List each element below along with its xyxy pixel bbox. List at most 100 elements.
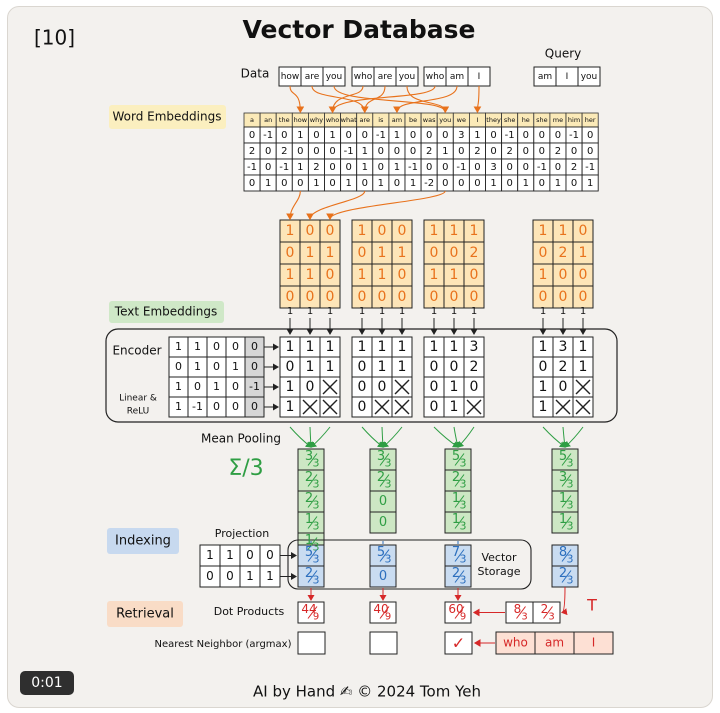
text-embedding-value: 0 xyxy=(559,289,568,305)
text-embedding-value: 0 xyxy=(430,289,439,305)
linear-relu-label-1: Linear & xyxy=(119,394,157,404)
text-embedding-value: 1 xyxy=(326,245,335,261)
embedding-value: 2 xyxy=(506,146,512,157)
embedding-value: 0 xyxy=(571,178,577,189)
encoded-value: 1 xyxy=(539,339,548,355)
query-label: Query xyxy=(545,47,581,61)
vocab-word: her xyxy=(585,116,596,124)
encoded-value: 1 xyxy=(358,339,367,355)
embedding-value: 1 xyxy=(587,178,593,189)
vocab-word: who xyxy=(326,116,339,124)
pool-arrow xyxy=(307,426,315,448)
embedding-value: -1 xyxy=(537,162,547,173)
embedding-value: 1 xyxy=(490,178,496,189)
query-transposed-value-num: 8 xyxy=(514,602,522,616)
vocab-word: be xyxy=(409,116,417,124)
pooled-value-bar xyxy=(561,453,572,466)
pooled-value-den: 3 xyxy=(460,478,467,491)
lookup-arrow xyxy=(473,85,482,114)
text-embedding-value: 0 xyxy=(358,245,367,261)
transpose-arrow xyxy=(561,586,568,616)
text-embedding-value: 0 xyxy=(579,223,588,239)
pooled-value-den: 3 xyxy=(460,457,467,470)
text-embedding-value: 0 xyxy=(306,289,315,305)
pooled-value-num: 1 xyxy=(559,512,567,527)
pool-arrow xyxy=(560,426,568,448)
text-embedding-value: 0 xyxy=(470,267,479,283)
encoded-value-x2 xyxy=(575,379,591,395)
text-embedding-value: 1 xyxy=(358,223,367,239)
pooled-value-num: 1 xyxy=(305,533,313,548)
pooled-value-num: 1 xyxy=(559,491,567,506)
projection-value: 0 xyxy=(206,569,214,583)
data-word: who xyxy=(354,72,373,82)
query-transposed-value-bar xyxy=(543,606,553,619)
embedding-value: 0 xyxy=(362,130,368,141)
word-embeddings-tag xyxy=(109,105,226,129)
embedding-value: 3 xyxy=(490,162,496,173)
text-embedding-value: 0 xyxy=(450,245,459,261)
pooled-value-den: 3 xyxy=(567,520,574,533)
embedding-value: 1 xyxy=(297,162,303,173)
pooled-value-den: 3 xyxy=(385,478,392,491)
encoded-value: 1 xyxy=(378,339,387,355)
embedding-value: 0 xyxy=(571,146,577,157)
query-transposed-value: 83 xyxy=(514,602,528,623)
embedding-value: 1 xyxy=(362,146,368,157)
lookup-arrow xyxy=(328,85,436,114)
dot-products-label: Dot Products xyxy=(214,605,285,618)
text-embedding-value: 0 xyxy=(559,267,568,283)
embedding-value: 0 xyxy=(442,130,448,141)
encoded-value-x2 xyxy=(322,399,338,415)
text-embedding-value: 1 xyxy=(306,245,315,261)
encoded-value: 1 xyxy=(326,339,335,355)
encoder-weight-value: 1 xyxy=(194,340,201,353)
encoder-weight-value: 1 xyxy=(175,380,182,393)
embedding-value: 0 xyxy=(523,146,529,157)
pool-arrow xyxy=(564,426,584,448)
vocab-word: him xyxy=(568,116,580,124)
vocab-word: an xyxy=(264,116,272,124)
encoder-weight-value: 1 xyxy=(213,380,220,393)
encoder-weight-value: 0 xyxy=(251,340,258,353)
encoded-value: 1 xyxy=(286,399,295,415)
embedding-value: 1 xyxy=(362,162,368,173)
embedding-value: 1 xyxy=(474,130,480,141)
encoder-weight-value: 1 xyxy=(232,360,239,373)
text-embedding-value: 1 xyxy=(378,245,387,261)
embedding-value: -1 xyxy=(505,130,515,141)
encoder-weight-value: 0 xyxy=(213,400,220,413)
pooled-value-den: 3 xyxy=(313,499,320,512)
query-vector-value-bar xyxy=(561,549,572,562)
pooled-value-bar xyxy=(307,453,318,466)
vector-storage-label-1: Vector xyxy=(481,551,517,564)
encoded-value: 0 xyxy=(430,379,439,395)
pooled-value-den: 3 xyxy=(567,457,574,470)
stored-vector-value-num: 7 xyxy=(452,545,460,560)
pooled-cell xyxy=(444,511,472,534)
embedding-value: 1 xyxy=(265,178,271,189)
bias-one: 1 xyxy=(287,306,293,317)
embedding-value: 1 xyxy=(378,178,384,189)
data-word: am xyxy=(450,72,464,82)
embedding-value: 0 xyxy=(378,162,384,173)
vocab-word: he xyxy=(522,116,530,124)
query-vector-value-num: 2 xyxy=(559,566,567,581)
embedding-value: 1 xyxy=(555,178,561,189)
text-embedding-cell xyxy=(572,285,594,309)
text-embedding-value: 1 xyxy=(470,223,479,239)
step-number: [10] xyxy=(34,26,75,50)
embedding-value: 0 xyxy=(329,146,335,157)
data-word: you xyxy=(326,72,343,82)
embedding-value: -1 xyxy=(456,162,466,173)
embedding-value: 0 xyxy=(426,130,432,141)
query-word: I xyxy=(566,72,569,82)
embedding-value: 0 xyxy=(281,130,287,141)
query-transposed-value-num: 2 xyxy=(541,602,549,616)
encoded-value-x2 xyxy=(394,399,410,415)
pooled-value-bar xyxy=(561,495,572,508)
pooled-value-den: 3 xyxy=(313,520,320,533)
